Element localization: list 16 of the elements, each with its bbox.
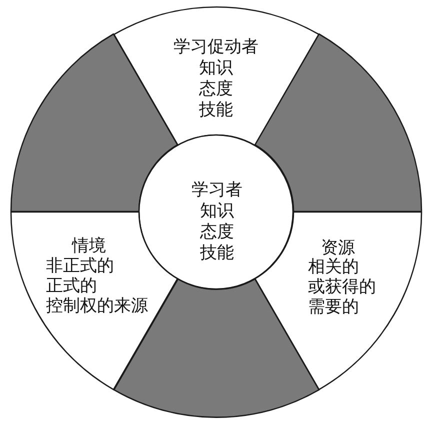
item-text: 态度	[199, 79, 233, 99]
item-text: 或获得的	[308, 277, 376, 297]
item-text: 正式的	[46, 276, 97, 296]
item-text: 非正式的	[46, 256, 114, 276]
heading-text: 资源	[321, 238, 355, 258]
heading-text: 情境	[72, 236, 106, 256]
item-text: 知识	[199, 58, 233, 78]
item-text: 相关的	[308, 257, 359, 277]
item-text: 需要的	[308, 297, 359, 317]
heading-text: 学习促动者	[174, 37, 258, 57]
item-text: 技能	[199, 100, 233, 120]
item-text: 知识	[200, 201, 234, 221]
item-text: 态度	[200, 222, 234, 242]
item-text: 控制权的来源	[46, 296, 148, 316]
item-text: 技能	[200, 243, 234, 263]
heading-text: 学习者	[192, 180, 242, 200]
